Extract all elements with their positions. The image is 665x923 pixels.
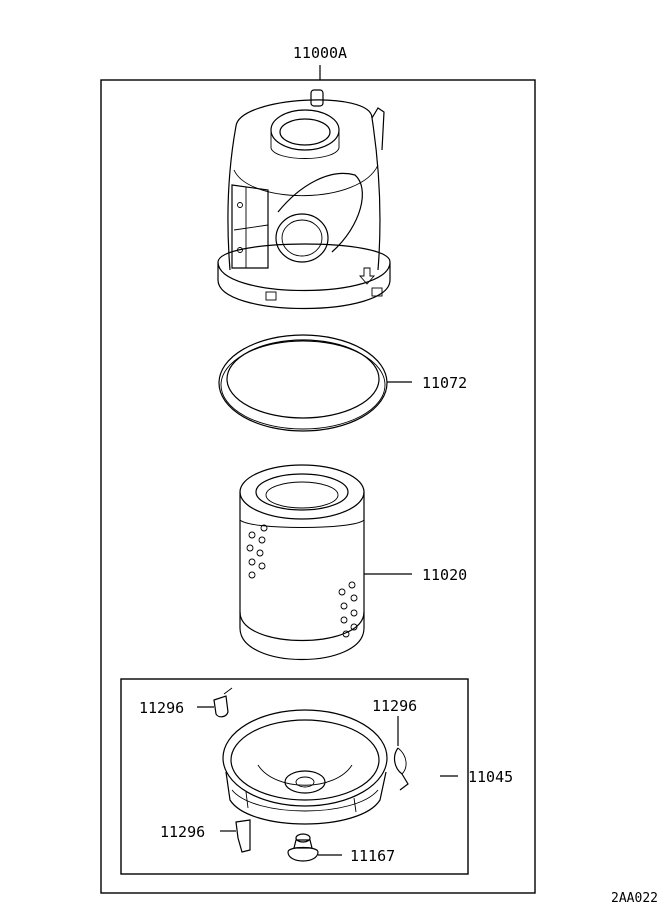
gasket-ring[interactable] [218,334,388,432]
clip-bottom-left[interactable] [235,819,251,853]
diagram-code: 2AA022 [611,891,658,906]
cover-subassembly-frame [120,678,469,875]
label-assembly[interactable]: 11000A [293,44,347,62]
label-element[interactable]: 11020 [422,566,467,584]
label-cover[interactable]: 11045 [468,768,513,786]
assembly-frame [100,79,536,894]
dust-valve[interactable] [287,833,319,862]
air-cleaner-cover[interactable] [222,709,388,825]
label-clip-top-left[interactable]: 11296 [139,699,184,717]
label-clip-bottom-left[interactable]: 11296 [160,823,205,841]
filter-element[interactable] [239,464,365,660]
label-gasket[interactable]: 11072 [422,374,467,392]
clip-top-left[interactable] [213,687,233,718]
air-cleaner-housing[interactable] [217,89,391,310]
clip-top-right[interactable] [393,747,409,791]
label-valve[interactable]: 11167 [350,847,395,865]
label-clip-top-right[interactable]: 11296 [372,697,417,715]
